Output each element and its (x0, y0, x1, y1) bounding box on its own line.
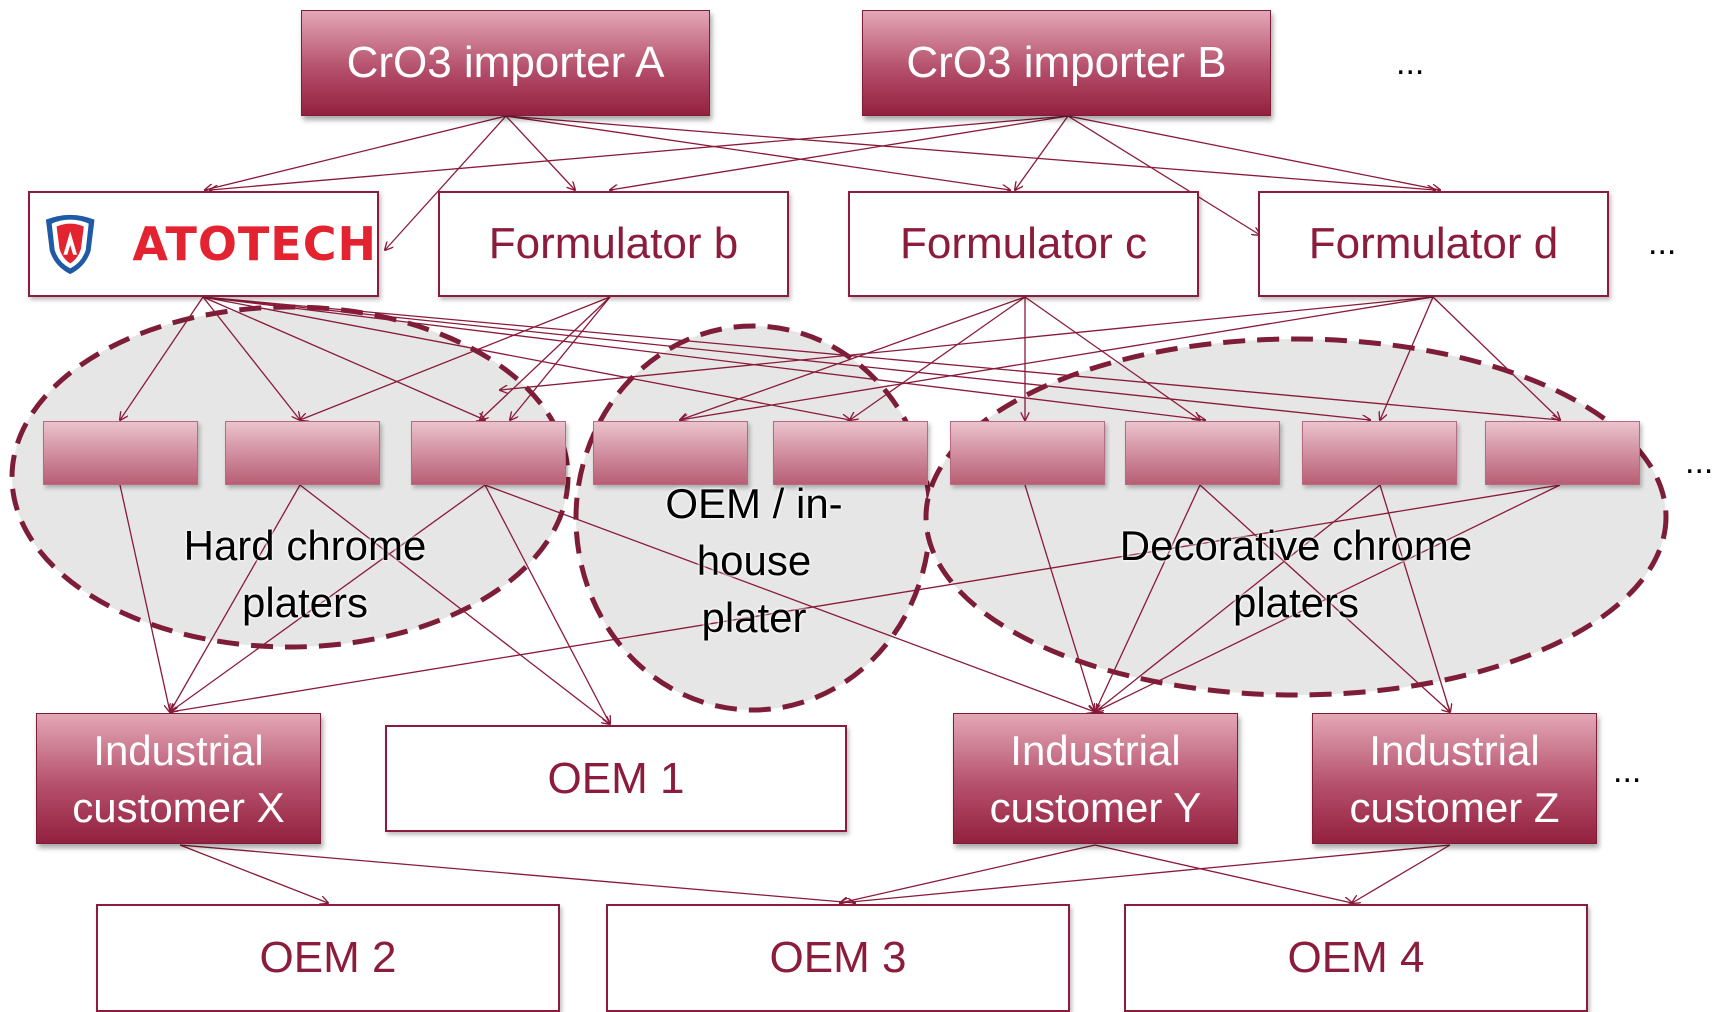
customers-more-ellipsis: ... (1613, 752, 1642, 790)
decorative-chrome-group (923, 336, 1669, 698)
flow-arrow (1067, 115, 1260, 235)
industrial-customer-z-box[interactable]: Industrial customer Z (1312, 713, 1597, 844)
oem-4-box[interactable]: OEM 4 (1124, 904, 1588, 1012)
formulator-d-label: Formulator d (1308, 219, 1559, 268)
inhouse-plater-group-label: OEM / in-house plater (665, 480, 843, 641)
oem-2-label: OEM 2 (259, 933, 397, 982)
atotech-logo-box[interactable]: ATOTECH (28, 191, 379, 297)
flow-arrow (1024, 296, 1200, 420)
flow-arrow (680, 296, 1434, 420)
flow-arrow (1095, 484, 1381, 712)
flow-arrow (202, 296, 1205, 420)
flow-arrow (480, 296, 611, 420)
flow-arrow (1432, 296, 1560, 420)
plater-box[interactable] (43, 421, 198, 485)
flow-arrow (484, 484, 610, 724)
flow-arrow (179, 844, 328, 903)
flow-arrow (850, 296, 1026, 420)
flow-arrow (510, 296, 611, 420)
flow-arrow (202, 296, 300, 420)
flow-arrow (680, 296, 1026, 420)
flow-arrow (505, 115, 575, 190)
connection-arrows (119, 115, 1561, 903)
flow-arrow (179, 844, 855, 903)
flow-arrow (1094, 844, 1352, 903)
formulator-c-box[interactable]: Formulator c (848, 191, 1199, 297)
formulator-c-label: Formulator c (900, 219, 1147, 268)
flow-arrow (202, 296, 850, 420)
flow-arrow (610, 115, 1069, 190)
importer-b-box[interactable]: CrO3 importer B (862, 10, 1271, 116)
flow-arrow (170, 484, 1561, 712)
flow-arrow (1067, 115, 1440, 190)
industrial-customer-y-label: Industrial customer Y (989, 726, 1202, 831)
importer-a-box[interactable]: CrO3 importer A (301, 10, 710, 116)
industrial-customer-x-label: Industrial customer X (72, 726, 285, 831)
plater-box[interactable] (593, 421, 748, 485)
flow-arrow (385, 115, 507, 250)
flow-arrow (484, 484, 1095, 712)
importers-more-ellipsis: ... (1396, 44, 1425, 82)
flow-arrow (500, 296, 1434, 390)
flow-arrow (1199, 484, 1450, 712)
oem-1-label: OEM 1 (547, 753, 685, 803)
flow-arrow (210, 115, 1069, 190)
importer-a-label: CrO3 importer A (346, 38, 665, 87)
flow-arrow (505, 115, 1435, 190)
oem-1-box[interactable]: OEM 1 (385, 725, 847, 832)
plater-box[interactable] (1485, 421, 1640, 485)
atotech-logo-text: ATOTECH (132, 217, 377, 271)
flow-arrow (300, 296, 611, 420)
oem-4-label: OEM 4 (1287, 933, 1425, 982)
formulator-b-box[interactable]: Formulator b (438, 191, 789, 297)
plater-box[interactable] (950, 421, 1105, 485)
formulator-d-box[interactable]: Formulator d (1258, 191, 1609, 297)
flow-arrow (840, 844, 1096, 903)
flow-arrow (299, 484, 610, 724)
oem-2-box[interactable]: OEM 2 (96, 904, 560, 1012)
plater-box[interactable] (1125, 421, 1280, 485)
plater-box[interactable] (411, 421, 566, 485)
plater-box[interactable] (225, 421, 380, 485)
formulators-more-ellipsis: ... (1648, 224, 1677, 262)
oem-3-box[interactable]: OEM 3 (606, 904, 1070, 1012)
oem-3-label: OEM 3 (769, 933, 907, 982)
flow-arrow (840, 844, 1451, 903)
flow-arrow (1095, 484, 1561, 712)
flow-arrow (1024, 484, 1095, 712)
flow-arrow (1379, 484, 1450, 712)
industrial-customer-x-box[interactable]: Industrial customer X (36, 713, 321, 844)
flow-arrow (170, 484, 301, 712)
flow-arrow (119, 484, 170, 712)
flow-arrow (1015, 115, 1069, 190)
flow-arrow (1352, 844, 1451, 903)
decorative-chrome-group-label: Decorative chrome platers (1119, 522, 1473, 626)
flow-arrow (205, 115, 507, 190)
hard-chrome-group-label: Hard chrome platers (183, 522, 427, 626)
platers-more-ellipsis: ... (1685, 443, 1714, 481)
flow-arrow (170, 484, 486, 712)
flow-arrow (202, 296, 485, 420)
importer-b-label: CrO3 importer B (906, 38, 1227, 87)
atotech-shield-icon (45, 214, 95, 275)
flow-arrow (1380, 296, 1434, 420)
plater-box[interactable] (773, 421, 928, 485)
flow-arrow (202, 296, 1560, 420)
industrial-customer-z-label: Industrial customer Z (1349, 726, 1560, 831)
flow-arrow (202, 296, 1370, 420)
formulator-b-label: Formulator b (488, 219, 739, 268)
flow-arrow (1095, 484, 1201, 712)
flow-arrow (120, 296, 204, 420)
plater-box[interactable] (1302, 421, 1457, 485)
industrial-customer-y-box[interactable]: Industrial customer Y (953, 713, 1238, 844)
flow-arrow (505, 115, 1010, 190)
